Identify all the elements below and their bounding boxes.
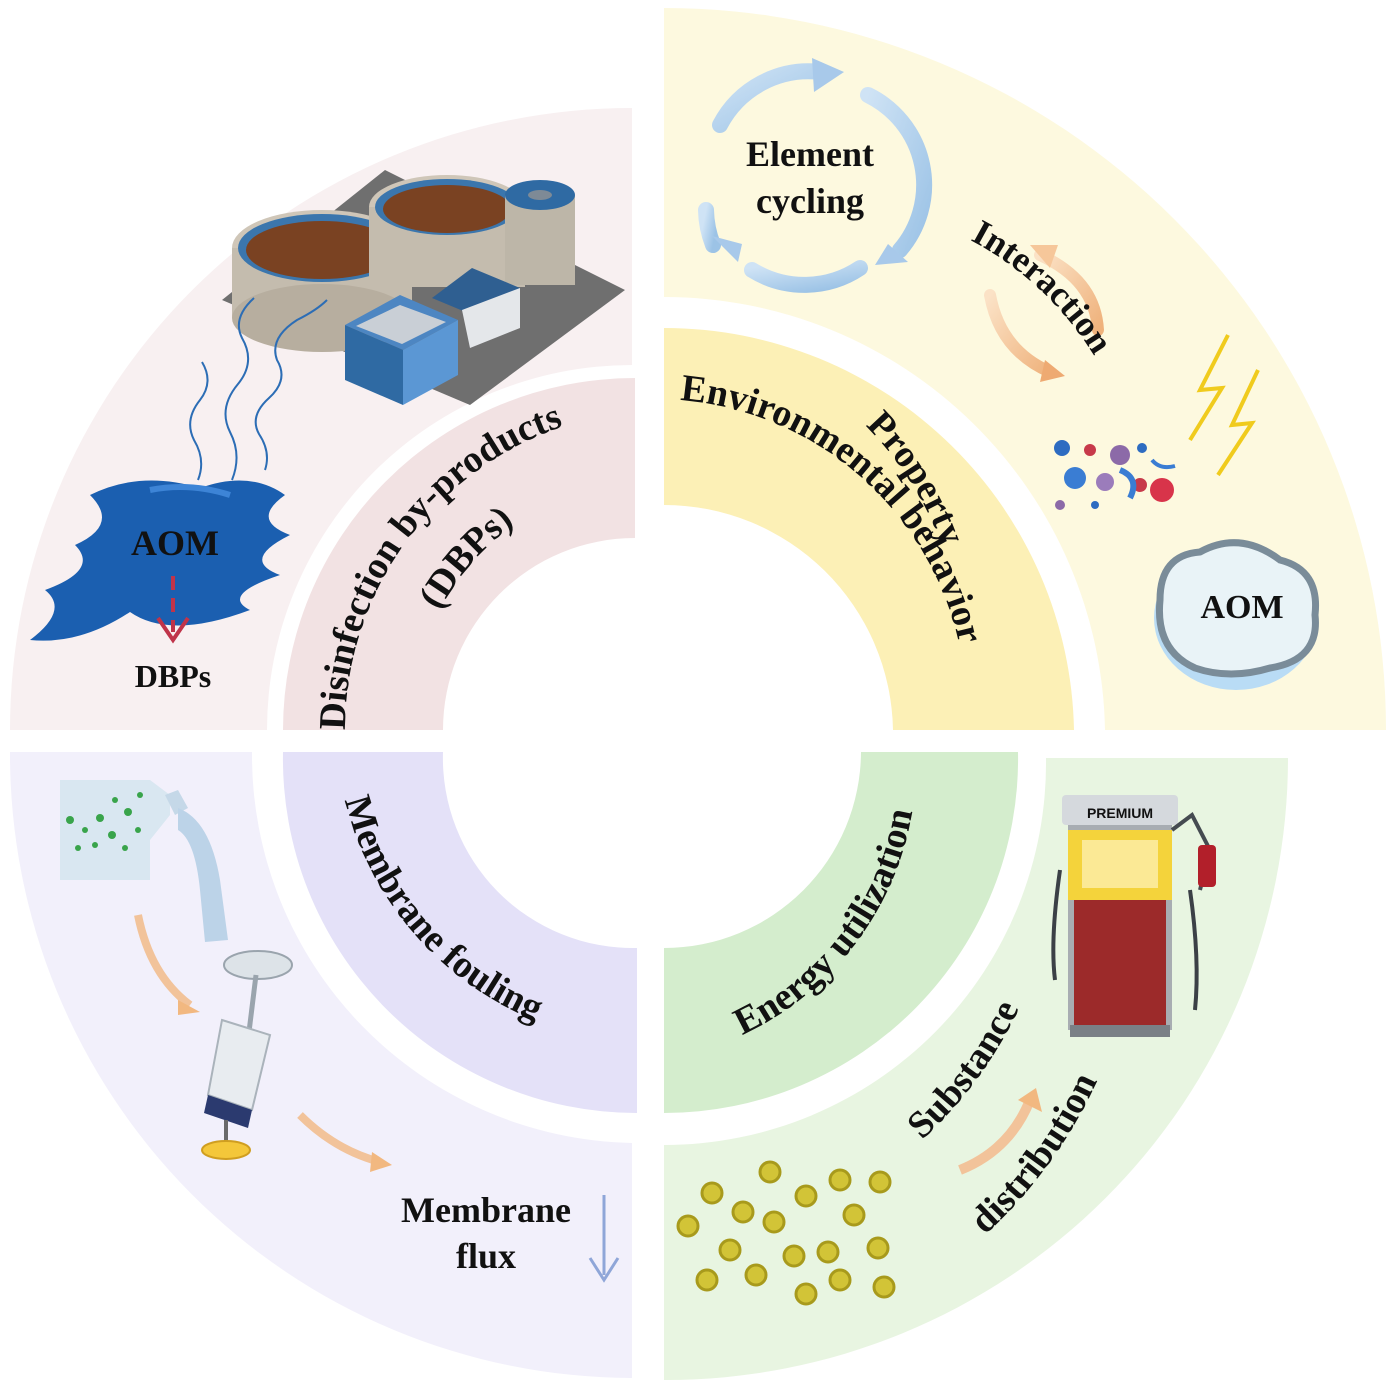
cycle-label-line2: cycling	[756, 181, 864, 221]
fuel-pump-icon	[1051, 795, 1216, 1037]
flux-label-line2: flux	[456, 1236, 516, 1276]
microorganisms-icon	[1054, 440, 1176, 510]
syringe-filter-icon	[201, 950, 293, 1160]
pump-sign-text: PREMIUM	[1087, 805, 1153, 821]
algal-cell-icon	[1154, 539, 1320, 690]
energy-inner-ring	[664, 752, 1019, 1113]
lightning-bolt-icon	[1188, 334, 1260, 477]
env-inner-ring	[664, 327, 1074, 730]
water-body-illustration	[30, 480, 290, 641]
cycle-label-line1: Element	[746, 134, 874, 174]
flux-label-line1: Membrane	[401, 1190, 571, 1230]
heat-wave-lines	[189, 297, 328, 481]
dbp-product-label: DBPs	[135, 658, 211, 694]
water-bottle-pouring-icon	[60, 780, 228, 942]
dbp-arrow-head-icon	[156, 616, 190, 644]
lipid-droplets-icon	[676, 1160, 896, 1306]
water-treatment-plant-illustration	[222, 170, 625, 405]
dbp-source-label: AOM	[131, 523, 219, 563]
algae-particles-icon	[66, 792, 143, 851]
mem-outer-ring	[9, 752, 633, 1378]
mem-inner-ring	[282, 752, 637, 1113]
cell-label: AOM	[1200, 589, 1283, 626]
dbp-inner-ring	[283, 378, 635, 730]
element-cycle-arrows-icon	[698, 63, 933, 293]
